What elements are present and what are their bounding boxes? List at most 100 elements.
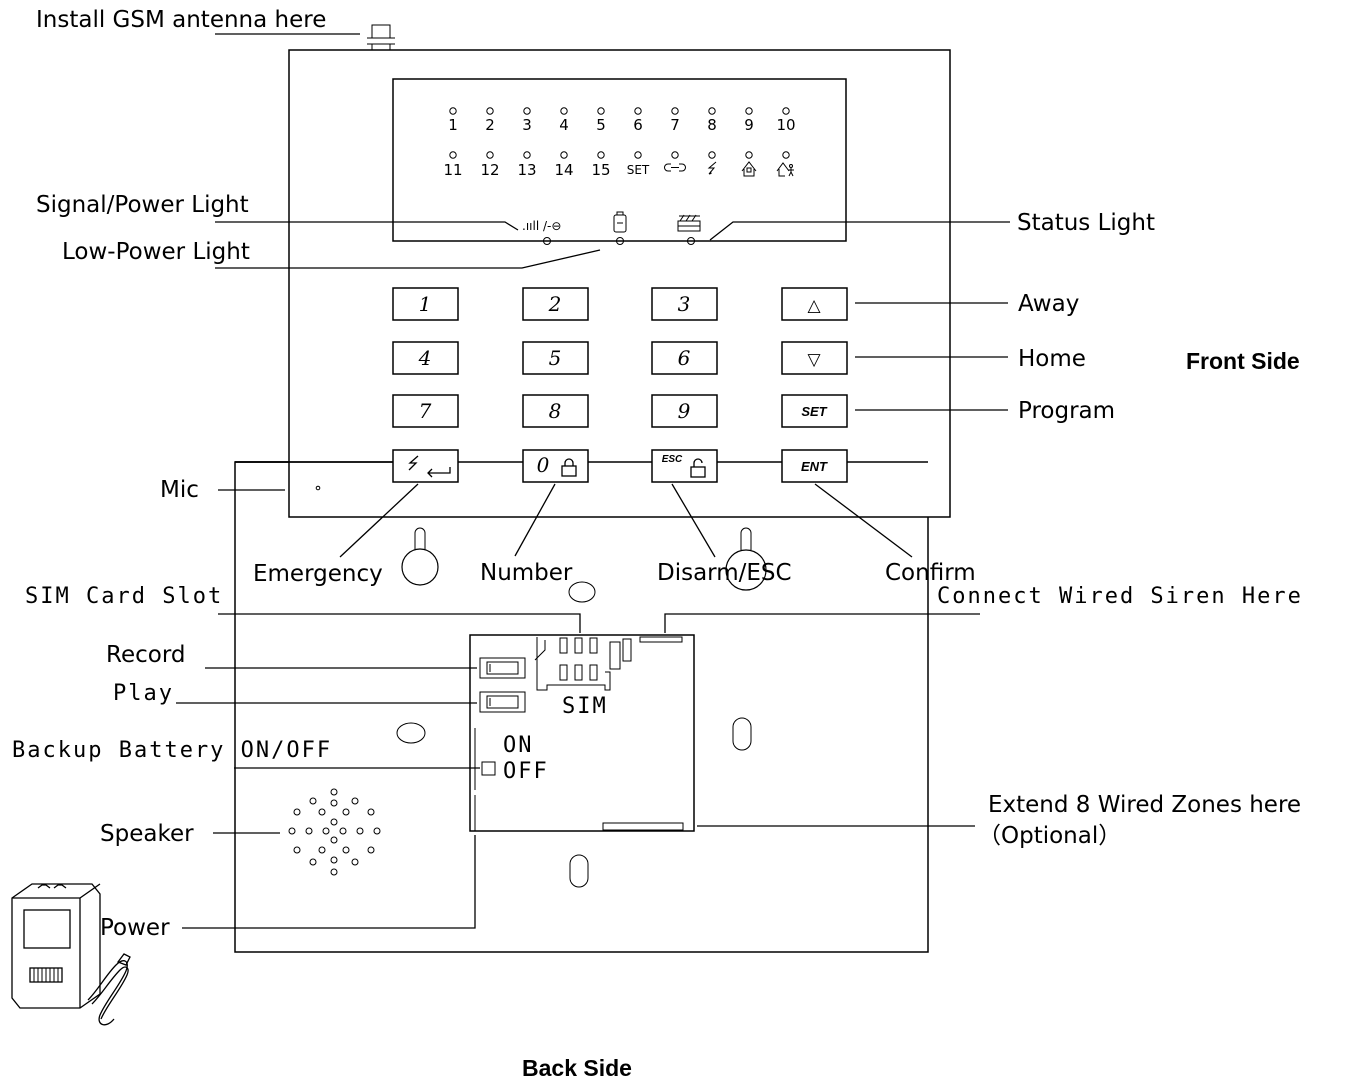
led-label-13: 13 [517, 161, 536, 179]
mount-hole-top [568, 581, 596, 603]
led-label-12: 12 [480, 161, 499, 179]
siren-leader [664, 613, 980, 633]
battery-switch[interactable] [474, 728, 496, 831]
key-away-label: △ [807, 296, 821, 316]
led-label-1: 1 [448, 116, 458, 134]
mic-label: Mic [160, 477, 199, 503]
status-label: Status Light [1017, 210, 1155, 236]
battery-label: Backup Battery ON/OFF [12, 738, 332, 763]
optional-label: （Optional） [978, 823, 1121, 849]
key-set-label: SET [801, 404, 827, 419]
sim-slot [534, 637, 632, 691]
keypad: 1 2 3 △ 4 5 6 ▽ 7 8 9 SET 0 [392, 287, 848, 483]
key-1[interactable] [392, 287, 459, 321]
record-button[interactable] [479, 657, 526, 679]
status-leader [709, 221, 1010, 241]
key-emergency[interactable] [392, 449, 459, 483]
key-7-label: 7 [419, 399, 432, 423]
number-leader [514, 483, 556, 557]
led-label-set: SET [627, 163, 650, 177]
record-label: Record [106, 642, 185, 668]
led-label-10: 10 [776, 116, 795, 134]
led-label-8: 8 [707, 116, 717, 134]
key-0[interactable] [522, 449, 589, 483]
low-power-led [616, 237, 624, 245]
key-2[interactable] [522, 287, 589, 321]
led-row-2: 11 12 13 14 15 SET [443, 151, 794, 179]
key-9[interactable] [651, 394, 718, 428]
led-label-11: 11 [443, 161, 462, 179]
key-8-label: 8 [549, 399, 562, 423]
switch-off-text: OFF [503, 759, 549, 784]
sim-text: SIM [562, 694, 608, 719]
key-6[interactable] [651, 341, 718, 375]
key-5[interactable] [522, 341, 589, 375]
home-label: Home [1018, 346, 1086, 372]
key-4[interactable] [392, 341, 459, 375]
led-label-7: 7 [670, 116, 680, 134]
extend-label: Extend 8 Wired Zones here [988, 792, 1301, 818]
key-3-label: 3 [678, 292, 691, 316]
mic-hole [315, 485, 321, 491]
key-4-label: 4 [418, 346, 432, 370]
status-led [687, 237, 695, 245]
led-row-1: 1 2 3 4 5 6 7 8 9 10 [448, 107, 796, 134]
signal-power-label: Signal/Power Light [36, 192, 249, 218]
key-esc-label: ESC [662, 454, 683, 465]
back-side-label: Back Side [522, 1055, 632, 1081]
key-esc[interactable] [651, 449, 718, 483]
key-5-label: 5 [549, 346, 562, 370]
siren-label: Connect Wired Siren Here [937, 584, 1303, 609]
low-power-label: Low-Power Light [62, 239, 250, 265]
key-8[interactable] [522, 394, 589, 428]
key-0-label: 0 [537, 453, 550, 477]
number-label: Number [480, 560, 573, 586]
lock-icon [561, 458, 577, 477]
front-panel [288, 49, 951, 518]
keyhole-right [725, 527, 767, 591]
emergency-icon [408, 455, 451, 478]
away-label: Away [1018, 291, 1079, 317]
play-button[interactable] [479, 691, 526, 713]
antenna-icon [367, 24, 395, 50]
key-set[interactable] [781, 394, 848, 428]
confirm-leader [814, 483, 913, 558]
display-window [392, 78, 847, 242]
status-icon [677, 214, 701, 232]
led-label-14: 14 [554, 161, 573, 179]
low-power-leader [215, 249, 601, 269]
lightning-icon [707, 161, 717, 175]
key-7[interactable] [392, 394, 459, 428]
switch-on-text: ON [503, 733, 534, 758]
key-3[interactable] [651, 287, 718, 321]
key-6-label: 6 [678, 346, 691, 370]
signal-power-glyph: .ııll /-⊖ [522, 219, 561, 233]
confirm-label: Confirm [885, 560, 976, 586]
link-icon [664, 163, 686, 172]
led-label-3: 3 [522, 116, 532, 134]
battery-icon [613, 211, 627, 233]
sim-slot-label: SIM Card Slot [25, 584, 223, 609]
unlock-icon [690, 458, 706, 478]
key-9-label: 9 [678, 399, 691, 423]
power-label: Power [100, 915, 170, 941]
led-label-6: 6 [633, 116, 643, 134]
zone-connector [602, 822, 684, 831]
led-label-9: 9 [744, 116, 754, 134]
speaker-label: Speaker [100, 821, 194, 847]
circuit-board [469, 634, 695, 832]
antenna-label: Install GSM antenna here [36, 7, 326, 33]
key-2-label: 2 [548, 292, 562, 316]
key-ent[interactable] [781, 449, 848, 483]
key-away[interactable] [781, 287, 848, 321]
sim-slot-leader [218, 613, 581, 633]
key-home[interactable] [781, 341, 848, 375]
front-side-label: Front Side [1186, 348, 1300, 374]
led-label-5: 5 [596, 116, 606, 134]
disarm-leader [671, 483, 716, 558]
mount-hole-bottom [569, 854, 589, 888]
keyhole-left [401, 527, 439, 586]
mount-hole-left [396, 722, 426, 744]
away-icon [776, 162, 794, 177]
key-home-label: ▽ [807, 350, 821, 370]
